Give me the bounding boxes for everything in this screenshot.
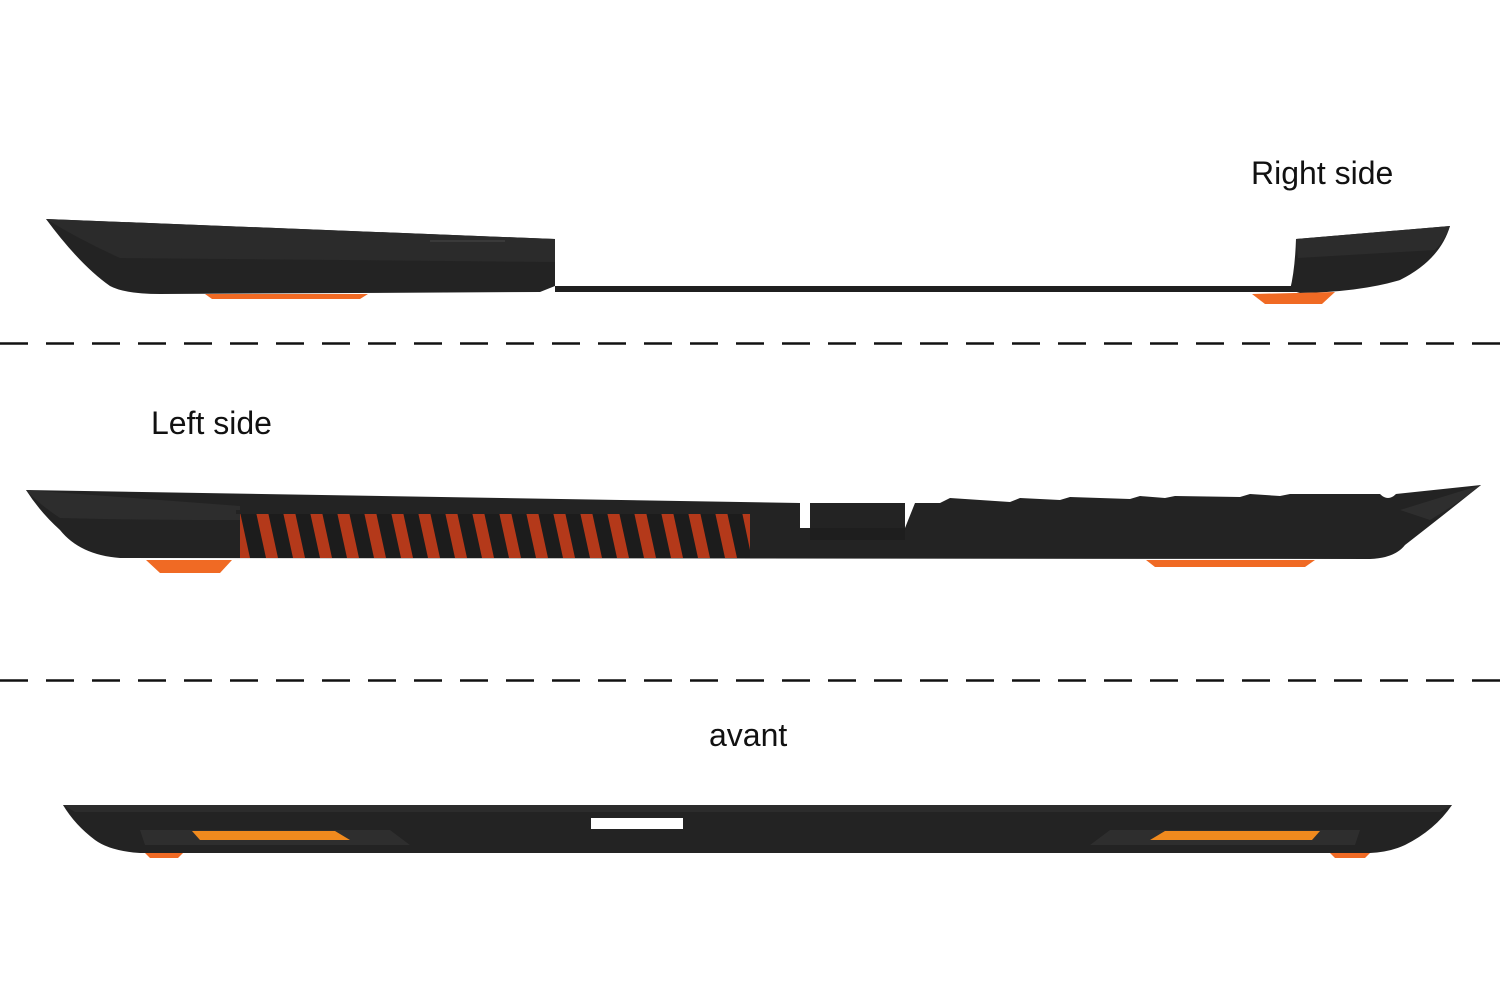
rubber-foot: [205, 294, 368, 299]
front-port: [591, 818, 683, 829]
rubber-foot: [145, 853, 183, 858]
rubber-foot: [1146, 560, 1315, 567]
left-side-view: [26, 485, 1481, 573]
accent-light-bar: [1150, 831, 1320, 840]
front-view: [63, 805, 1452, 858]
rubber-foot: [1330, 853, 1370, 858]
right-side-label: Right side: [1251, 155, 1394, 191]
right-side-view: [46, 219, 1450, 304]
section-divider-bottom: [0, 679, 1500, 682]
front-laptop-body: [63, 805, 1452, 853]
left-side-label: Left side: [151, 405, 272, 441]
right-side-laptop-body: [46, 219, 1450, 294]
vent-grille: [236, 510, 754, 558]
front-view-label: avant: [709, 717, 788, 753]
rubber-foot: [146, 560, 232, 573]
section-divider-top: [0, 342, 1500, 345]
rubber-foot: [1252, 292, 1335, 304]
accent-light-bar: [192, 831, 350, 840]
